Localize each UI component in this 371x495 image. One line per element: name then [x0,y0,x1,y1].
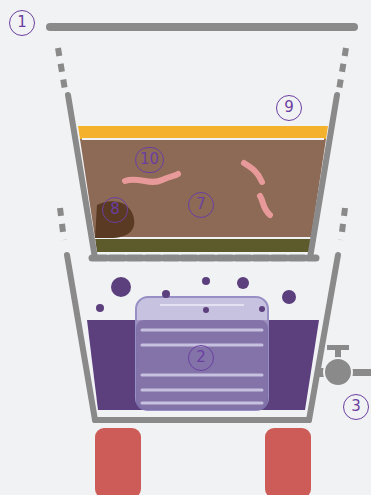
tray-side-dashed [58,48,65,90]
water-bottle [136,297,268,410]
layer-divider [82,138,324,140]
leachate-liquid [87,320,319,410]
sump-wall [67,255,95,420]
leg [265,428,311,495]
callout-number: 3 [343,394,369,420]
drain-tap [318,345,371,386]
callout-number: 7 [188,192,214,218]
tray-wall [68,95,95,258]
sump-wall [309,255,338,420]
lid [50,23,354,31]
bedding-layer [80,139,326,238]
base-layer [95,238,311,252]
top-cover-layer [78,126,328,139]
callout-number: 9 [276,95,302,121]
sump-floor [95,417,309,423]
sump-side-dashed [341,208,345,240]
bubbles [96,277,296,313]
tray-wall [310,95,337,258]
leg [95,428,141,495]
callout-number: 8 [102,197,128,223]
callout-number: 10 [135,147,164,173]
callout-number: 2 [188,345,214,371]
callout-number: 1 [9,10,35,36]
layer-divider [95,237,311,239]
sump-side-dashed [60,208,64,240]
perforated-floor [92,255,316,262]
tray-side-dashed [339,48,346,90]
